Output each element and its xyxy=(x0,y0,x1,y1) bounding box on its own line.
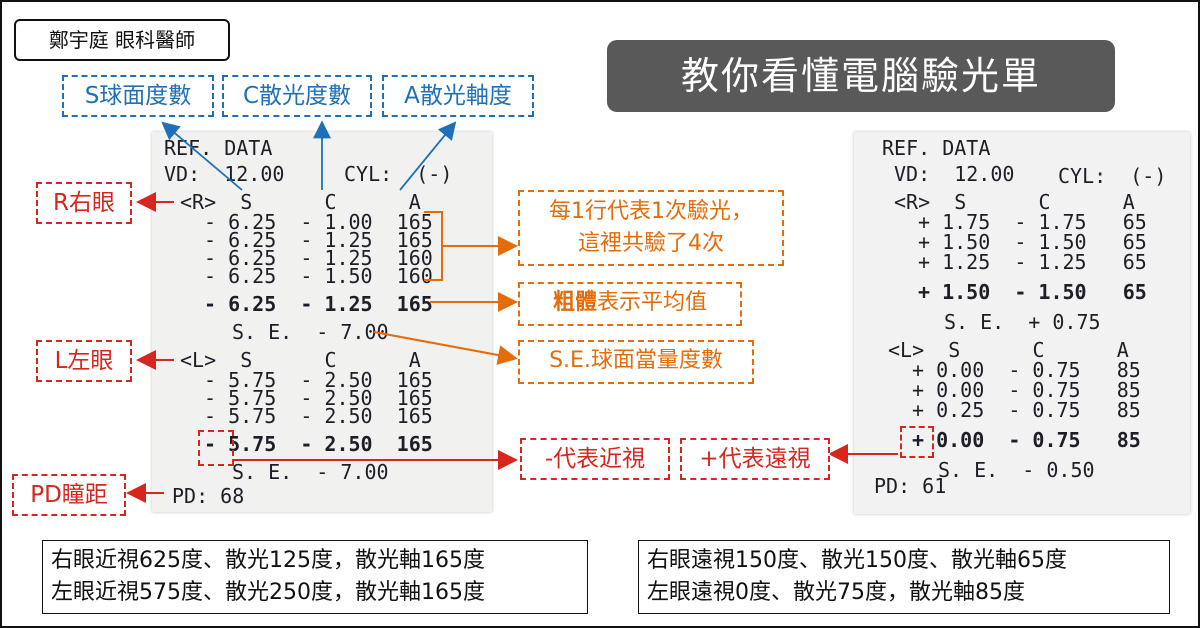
receipt-vd: VD: 12.00 xyxy=(894,162,1015,186)
each-row-note-line2: 這裡共驗了4次 xyxy=(578,231,724,256)
average-note-bold: 粗體 xyxy=(552,290,597,315)
left-eye-se: S. E. - 0.50 xyxy=(938,458,1095,482)
right-eye-se: S. E. - 7.00 xyxy=(232,320,389,344)
sphere-label: S球面度數 xyxy=(62,75,214,117)
left-eye-row: - 5.75 - 2.50 165 xyxy=(204,404,433,428)
left-eye-row: + 0.25 - 0.75 85 xyxy=(912,398,1141,422)
summary-line: 右眼近視625度、散光125度，散光軸165度 xyxy=(51,548,485,573)
left-eye-row: - 5.75 - 2.50 165 xyxy=(204,368,433,392)
page-title: 教你看懂電腦驗光單 xyxy=(607,40,1115,112)
right-eye-row: + 1.50 - 1.50 65 xyxy=(918,230,1147,254)
right-eye-header: <R> S C A xyxy=(180,190,421,214)
left-summary: 右眼近視625度、散光125度，散光軸165度 左眼近視575度、散光250度，… xyxy=(42,540,588,614)
right-eye-row: - 6.25 - 1.50 160 xyxy=(204,264,433,288)
right-eye-row: - 6.25 - 1.25 165 xyxy=(204,228,433,252)
right-eye-row: + 1.75 - 1.75 65 xyxy=(918,210,1147,234)
receipt-cyl-type: CYL: (-) xyxy=(1058,164,1167,188)
right-eye-se: S. E. + 0.75 xyxy=(944,310,1101,334)
pd-value: PD: 68 xyxy=(172,484,245,508)
cyl-label: C散光度數 xyxy=(222,75,372,117)
myopia-note: -代表近視 xyxy=(520,438,670,480)
receipt-header: REF. DATA xyxy=(164,136,273,160)
right-eye-header: <R> S C A xyxy=(894,190,1135,214)
left-eye-se: S. E. - 7.00 xyxy=(232,460,389,484)
receipt-header: REF. DATA xyxy=(882,136,991,160)
right-receipt: REF. DATA VD: 12.00 CYL: (-) <R> S C A +… xyxy=(854,132,1190,514)
se-note: S.E.球面當量度數 xyxy=(518,340,754,384)
right-eye-average: - 6.25 - 1.25 165 xyxy=(204,292,433,316)
hyperopia-note: +代表遠視 xyxy=(680,438,830,480)
axis-label: A散光軸度 xyxy=(382,75,534,117)
summary-line: 右眼遠視150度、散光150度、散光軸65度 xyxy=(647,548,1067,573)
each-row-note-line1: 每1行代表1次驗光， xyxy=(549,199,753,224)
receipt-cyl-type: CYL: (-) xyxy=(344,162,453,186)
each-row-note: 每1行代表1次驗光， 這裡共驗了4次 xyxy=(518,190,784,266)
author-label: 鄭宇庭 眼科醫師 xyxy=(14,19,230,61)
left-eye-row: + 0.00 - 0.75 85 xyxy=(912,378,1141,402)
left-eye-header: <L> S C A xyxy=(180,348,421,372)
left-receipt: REF. DATA VD: 12.00 CYL: (-) <R> S C A -… xyxy=(152,132,492,512)
summary-line: 左眼遠視0度、散光75度，散光軸85度 xyxy=(647,580,1025,605)
pd-label: PD瞳距 xyxy=(12,474,126,516)
left-eye-header: <L> S C A xyxy=(888,338,1129,362)
minus-sign-highlight xyxy=(198,430,234,466)
right-eye-row: - 6.25 - 1.25 160 xyxy=(204,246,433,270)
plus-sign-highlight xyxy=(900,426,934,458)
right-eye-row: - 6.25 - 1.00 165 xyxy=(204,210,433,234)
right-summary: 右眼遠視150度、散光150度、散光軸65度 左眼遠視0度、散光75度，散光軸8… xyxy=(638,540,1170,614)
pd-value: PD: 61 xyxy=(874,474,947,498)
average-note: 粗體表示平均值 xyxy=(518,282,742,326)
left-eye-row: - 5.75 - 2.50 165 xyxy=(204,386,433,410)
right-eye-label: R右眼 xyxy=(36,182,132,224)
left-eye-label: L左眼 xyxy=(36,340,132,382)
left-eye-average: - 5.75 - 2.50 165 xyxy=(204,432,433,456)
average-note-rest: 表示平均值 xyxy=(597,290,708,315)
left-eye-row: + 0.00 - 0.75 85 xyxy=(912,358,1141,382)
right-eye-row: + 1.25 - 1.25 65 xyxy=(918,250,1147,274)
right-eye-average: + 1.50 - 1.50 65 xyxy=(918,280,1147,304)
summary-line: 左眼近視575度、散光250度，散光軸165度 xyxy=(51,580,485,605)
left-eye-average: + 0.00 - 0.75 85 xyxy=(912,428,1141,452)
receipt-vd: VD: 12.00 xyxy=(164,162,285,186)
